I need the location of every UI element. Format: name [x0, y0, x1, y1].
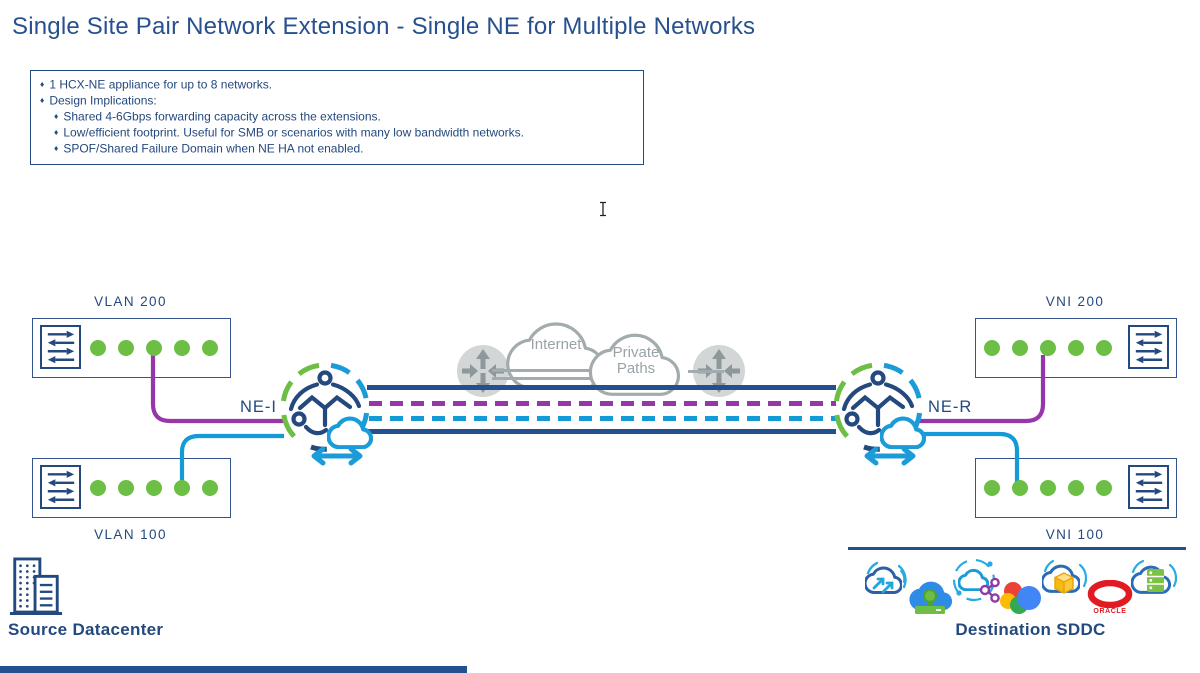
port-dot	[146, 340, 162, 356]
tunnel-solid-bottom	[367, 429, 836, 434]
hcx-network-extension-icon	[826, 359, 930, 467]
note-text: SPOF/Shared Failure Domain when NE HA no…	[63, 141, 364, 156]
switch-icon	[1128, 325, 1169, 369]
diamond-bullet-icon: ♦	[40, 95, 45, 106]
oracle-label: ORACLE	[1093, 608, 1127, 615]
page-title: Single Site Pair Network Extension - Sin…	[12, 13, 756, 40]
port-dot	[1012, 480, 1028, 496]
port-dot	[90, 340, 106, 356]
note-line: ♦ 1 HCX-NE appliance for up to 8 networks…	[40, 77, 634, 93]
port-dot	[1040, 340, 1056, 356]
port-dot	[118, 480, 134, 496]
network-box-vni200	[975, 318, 1177, 378]
tunnel-dashed-blue	[369, 416, 836, 421]
switch-icon	[40, 325, 81, 369]
port-dot	[984, 340, 1000, 356]
port-dots	[90, 340, 218, 356]
datacenter-buildings-icon	[8, 554, 64, 618]
cloud-server-icon	[1128, 556, 1178, 604]
diamond-bullet-icon: ♦	[54, 111, 59, 122]
port-dot	[1068, 480, 1084, 496]
diamond-bullet-icon: ♦	[54, 127, 59, 138]
notes-box: ♦ 1 HCX-NE appliance for up to 8 networks…	[30, 70, 644, 166]
port-dots	[984, 480, 1112, 496]
cloud-arrows-icon	[862, 558, 908, 604]
note-line: ♦ Shared 4-6Gbps forwarding capacity acro…	[40, 109, 634, 125]
network-box-vlan100	[32, 458, 231, 518]
network-label-vlan200: VLAN 200	[94, 294, 167, 309]
note-line: ♦ Design Implications:	[40, 93, 634, 109]
note-text: 1 HCX-NE appliance for up to 8 networks.	[49, 77, 273, 92]
note-line: ♦ Low/efficient footprint. Useful for SMB…	[40, 125, 634, 141]
cloud-molecule-icon	[950, 556, 1002, 608]
port-dot	[146, 480, 162, 496]
port-dot	[1096, 480, 1112, 496]
diamond-bullet-icon: ♦	[40, 79, 45, 89]
tunnel-dashed-purple	[369, 401, 836, 406]
network-box-vlan200	[32, 318, 231, 378]
network-label-vni100: VNI 100	[1045, 527, 1105, 542]
port-dot	[202, 340, 218, 356]
port-dot	[174, 480, 190, 496]
port-dot	[1068, 340, 1084, 356]
internet-label: Internet	[530, 336, 582, 353]
switch-icon	[40, 465, 81, 509]
cloud-key-icon	[908, 576, 954, 618]
destination-separator-line	[848, 547, 1186, 550]
private-paths-label: Private Paths	[612, 344, 660, 377]
network-box-vni100	[975, 458, 1177, 518]
port-dot	[1096, 340, 1112, 356]
google-cloud-icon	[998, 578, 1044, 616]
port-dots	[90, 480, 218, 496]
oracle-icon: ORACLE	[1086, 580, 1134, 615]
tunnel-solid-top	[367, 385, 836, 390]
hcx-network-extension-icon	[273, 359, 377, 467]
switch-icon	[1128, 465, 1169, 509]
note-line: ♦ SPOF/Shared Failure Domain when NE HA n…	[40, 141, 634, 157]
port-dot	[984, 480, 1000, 496]
text-cursor-icon	[598, 201, 608, 217]
transport-highway-lines	[492, 369, 596, 380]
router-icon	[454, 342, 512, 400]
note-text: Design Implications:	[49, 93, 157, 108]
port-dot	[174, 340, 190, 356]
ne-r-label: NE-R	[928, 398, 973, 416]
note-text: Low/efficient footprint. Useful for SMB …	[63, 125, 524, 140]
private-paths-cloud-icon	[582, 326, 688, 398]
port-dots	[984, 340, 1112, 356]
note-text: Shared 4-6Gbps forwarding capacity acros…	[63, 109, 381, 124]
diamond-bullet-icon: ♦	[54, 143, 59, 154]
ne-i-label: NE-I	[240, 398, 277, 416]
transport-highway-line	[688, 370, 724, 373]
network-label-vni200: VNI 200	[1045, 294, 1105, 309]
port-dot	[202, 480, 218, 496]
port-dot	[118, 340, 134, 356]
cloud-cube-icon	[1040, 556, 1088, 604]
network-label-vlan100: VLAN 100	[94, 527, 167, 542]
port-dot	[1040, 480, 1056, 496]
destination-site-label: Destination SDDC	[955, 620, 1106, 639]
source-site-label: Source Datacenter	[8, 620, 164, 639]
port-dot	[1012, 340, 1028, 356]
bottom-accent-bar	[0, 666, 467, 673]
port-dot	[90, 480, 106, 496]
